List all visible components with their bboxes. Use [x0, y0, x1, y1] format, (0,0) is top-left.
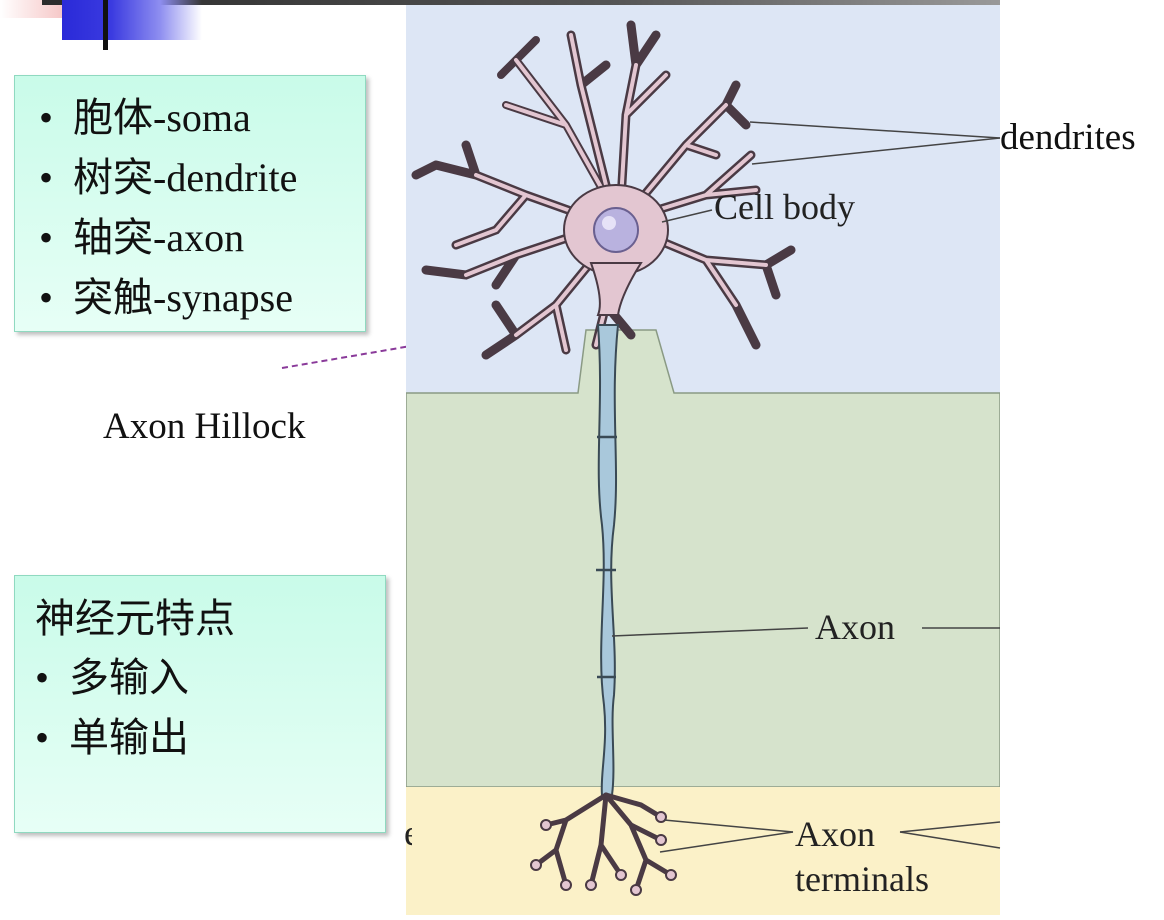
bullet: • — [35, 715, 50, 760]
label-axon: Axon — [815, 607, 895, 647]
nucleus-highlight — [602, 216, 616, 230]
feature-text: 单输出 — [69, 715, 189, 761]
list-item: • 树突-dendrite — [39, 148, 365, 208]
label-edge-fragment: e — [404, 813, 412, 853]
middle-region — [406, 329, 1000, 788]
neuron-parts-box: • 胞体-soma • 树突-dendrite • 轴突-axon • 突触-synap… — [14, 75, 366, 332]
neuron-diagram — [406, 5, 1000, 915]
bullet: • — [35, 655, 50, 700]
label-cell-body: Cell body — [714, 187, 855, 227]
features-heading: 神经元特点 — [35, 596, 235, 642]
label-axon-terminals-line1: Axon — [795, 814, 875, 854]
axon-terminal-boutons — [530, 811, 677, 896]
feature-text: 多输入 — [69, 655, 189, 701]
term-cn: 树突 — [73, 155, 153, 201]
list-item: • 轴突-axon — [39, 208, 365, 268]
term-en: -axon — [153, 215, 245, 260]
term-en: -soma — [153, 95, 251, 140]
term-cn: 胞体 — [73, 95, 153, 141]
list-item: • 单输出 — [35, 708, 385, 768]
dendrite-fill — [454, 33, 768, 352]
title-accent-tick — [103, 0, 108, 50]
term-en: -dendrite — [153, 155, 298, 200]
term-cn: 突触 — [73, 275, 153, 321]
bullet: • — [39, 95, 54, 140]
axon-terminal-branches — [533, 792, 674, 893]
top-rule — [42, 0, 1000, 5]
bullet: • — [39, 215, 54, 260]
label-axon-hillock: Axon Hillock — [103, 406, 306, 447]
bullet: • — [39, 275, 54, 320]
list-item: • 突触-synapse — [39, 268, 365, 328]
axon-nodes — [596, 435, 617, 679]
label-axon-terminals-line2: terminals — [795, 859, 929, 899]
bullet: • — [39, 155, 54, 200]
neuron-features-box: 神经元特点 • 多输入 • 单输出 — [14, 575, 386, 833]
list-item: • 胞体-soma — [39, 88, 365, 148]
cell-body-taper — [589, 262, 643, 316]
label-dendrites: dendrites — [1000, 117, 1136, 158]
term-cn: 轴突 — [73, 215, 153, 261]
nucleus — [593, 207, 639, 253]
term-en: -synapse — [153, 275, 293, 320]
label-axon-terminals: Axon terminals — [795, 812, 929, 902]
title-accent-block — [62, 0, 202, 40]
list-item: • 多输入 — [35, 648, 385, 708]
